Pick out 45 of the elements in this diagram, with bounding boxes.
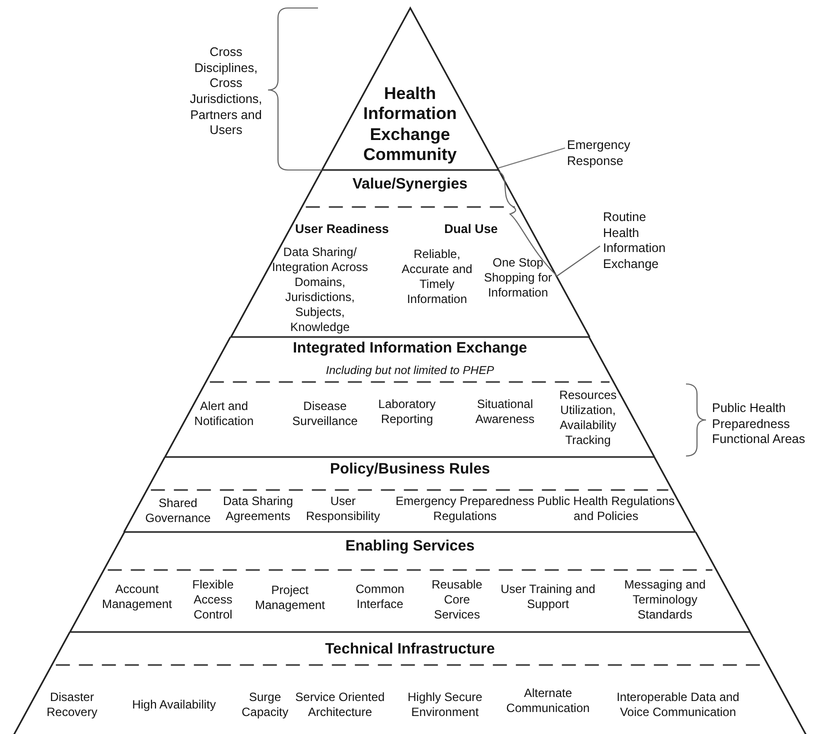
tier-item: Emergency Preparedness Regulations bbox=[394, 494, 536, 524]
annotation-text: Emergency Response bbox=[567, 138, 642, 170]
leader-line bbox=[498, 147, 566, 169]
tier-heading: Technical Infrastructure bbox=[325, 640, 495, 660]
pyramid-tier bbox=[70, 532, 750, 632]
tier-item: Interoperable Data and Voice Communication bbox=[616, 690, 740, 720]
tier-heading: Health Information Exchange Community bbox=[362, 84, 458, 166]
tier-item: One Stop Shopping for Information bbox=[482, 256, 554, 300]
pyramid-tier bbox=[165, 337, 655, 457]
tier-heading: Value/Synergies bbox=[352, 176, 468, 194]
annotation-text: Public Health Preparedness Functional Areas bbox=[712, 401, 806, 448]
tier-item: Common Interface bbox=[354, 582, 406, 612]
tier-item: User Responsibility bbox=[304, 494, 381, 524]
tier-item: Data Sharing/ Integration Across Domains, Jurisdictions, Subjects, Knowledge bbox=[270, 245, 370, 335]
tier-item: Disaster Recovery bbox=[46, 690, 98, 720]
tier-item: Flexible Access Control bbox=[191, 578, 235, 622]
tier-item: Disease Surveillance bbox=[291, 399, 359, 429]
tier-item: High Availability bbox=[131, 698, 216, 712]
tier-item: Situational Awareness bbox=[474, 397, 536, 427]
tier-item: Account Management bbox=[100, 582, 173, 612]
note-text: Including but not limited to PHEP bbox=[326, 364, 494, 378]
pyramid-tier bbox=[124, 457, 696, 532]
annotation-text: Cross Disciplines, Cross Jurisdictions, Partners and Users bbox=[188, 45, 264, 139]
tier-item: Service Oriented Architecture bbox=[294, 690, 386, 720]
annotation-text: Routine Health Information Exchange bbox=[603, 210, 667, 272]
tier-item: Alert and Notification bbox=[193, 399, 255, 429]
tier-item: Reliable, Accurate and Timely Information bbox=[400, 247, 474, 307]
pyramid-tier bbox=[11, 632, 809, 734]
tier-item: Messaging and Terminology Standards bbox=[623, 578, 707, 622]
tier-item: Laboratory Reporting bbox=[377, 397, 437, 427]
tier-heading: Policy/Business Rules bbox=[330, 460, 490, 480]
tier-item: Public Health Regulations and Policies bbox=[536, 494, 675, 524]
subheading: User Readiness bbox=[295, 222, 389, 238]
tier-heading: Enabling Services bbox=[345, 538, 475, 556]
tier-item: Resources Utilization, Availability Tracking bbox=[558, 388, 618, 448]
tier-item: Alternate Communication bbox=[505, 686, 591, 716]
tier-item: Highly Secure Environment bbox=[406, 690, 484, 720]
tier-item: Data Sharing Agreements bbox=[222, 494, 294, 524]
pyramid-tier bbox=[230, 170, 590, 337]
tier-heading: Integrated Information Exchange bbox=[292, 340, 528, 358]
tier-item: Shared Governance bbox=[144, 496, 212, 526]
tier-item: User Training and Support bbox=[500, 582, 596, 612]
tier-item: Reusable Core Services bbox=[430, 578, 484, 622]
subheading: Dual Use bbox=[444, 222, 498, 238]
tier-item: Project Management bbox=[254, 583, 326, 613]
